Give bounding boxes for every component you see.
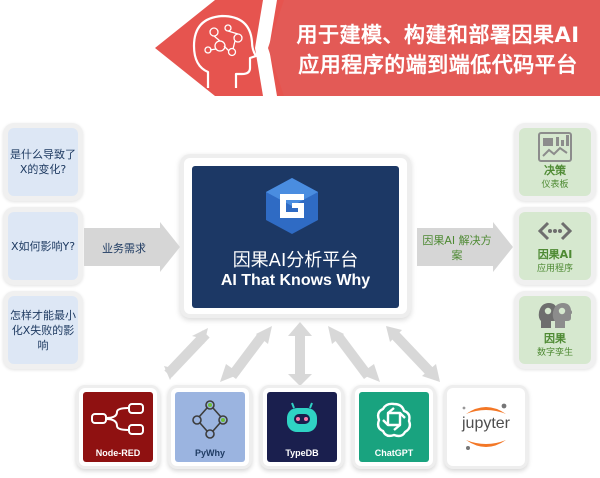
header-title-panel	[268, 0, 600, 96]
header-title-line2: 应用程序的端到端低代码平台	[298, 53, 578, 77]
tool-box: jupyter	[451, 392, 521, 462]
output-card-application: 因果AI 应用程序	[519, 212, 591, 280]
question-text: X如何影响Y?	[10, 239, 76, 253]
jupyter-icon	[462, 403, 507, 450]
output-subtitle: 仪表板	[541, 180, 569, 190]
banner-separator	[255, 0, 277, 96]
output-subtitle: 数字孪生	[536, 348, 573, 358]
chatgpt-icon	[376, 402, 412, 438]
brain-head-icon	[192, 14, 258, 88]
header-title-line1: 用于建模、构建和部署因果AI	[296, 23, 580, 47]
output-title: 决策	[544, 164, 566, 177]
business-requirement-label: 业务需求	[102, 242, 146, 255]
tool-box: Node-RED	[83, 392, 153, 462]
output-title: 因果	[544, 332, 566, 345]
tool-jupyter: jupyter	[447, 388, 525, 466]
platform-title: 因果AI分析平台	[232, 250, 359, 271]
solutions-arrow	[417, 222, 513, 272]
node-red-icon	[91, 403, 144, 435]
typedb-icon	[287, 402, 317, 432]
dashboard-icon	[538, 132, 572, 162]
output-subtitle: 应用程序	[536, 264, 573, 274]
header-title: 用于建模、构建和部署因果AI 应用程序的端到端低代码平台	[282, 20, 594, 80]
output-card-dashboard: 决策 仪表板	[519, 128, 591, 196]
tool-box: ChatGPT	[359, 392, 429, 462]
tool-label: jupyter	[461, 415, 511, 432]
tool-label: ChatGPT	[374, 448, 414, 458]
tool-label: PyWhy	[194, 448, 225, 458]
tool-box: PyWhy	[175, 392, 245, 462]
tool-box: TypeDB	[267, 392, 337, 462]
tool-label: Node-RED	[95, 448, 141, 458]
question-text: 怎样才能最小化X失败的影响	[10, 308, 76, 352]
tool-typedb: TypeDB	[263, 388, 341, 466]
output-card-digital-twin: 因果 数字孪生	[519, 296, 591, 364]
question-card-cause: 是什么导致了X的变化?	[8, 128, 78, 196]
tool-connector-arrows	[164, 322, 440, 386]
tool-chatgpt: ChatGPT	[355, 388, 433, 466]
platform-logo-icon	[266, 178, 318, 234]
question-text: 是什么导致了X的变化?	[10, 148, 76, 176]
code-icon	[538, 221, 572, 241]
pywhy-icon	[192, 400, 228, 439]
tool-node-red: Node-RED	[79, 388, 157, 466]
tool-pywhy: PyWhy	[171, 388, 249, 466]
business-requirement-arrow	[84, 222, 180, 272]
tool-label: TypeDB	[285, 448, 319, 458]
output-title: 因果AI	[537, 248, 573, 261]
gear-heads-icon	[538, 303, 572, 328]
platform-subtitle: AI That Knows Why	[220, 272, 371, 289]
solutions-label: 因果AI 解决方案	[422, 234, 492, 262]
question-card-impact: X如何影响Y?	[8, 212, 78, 280]
question-card-minimize: 怎样才能最小化X失败的影响	[8, 296, 78, 364]
